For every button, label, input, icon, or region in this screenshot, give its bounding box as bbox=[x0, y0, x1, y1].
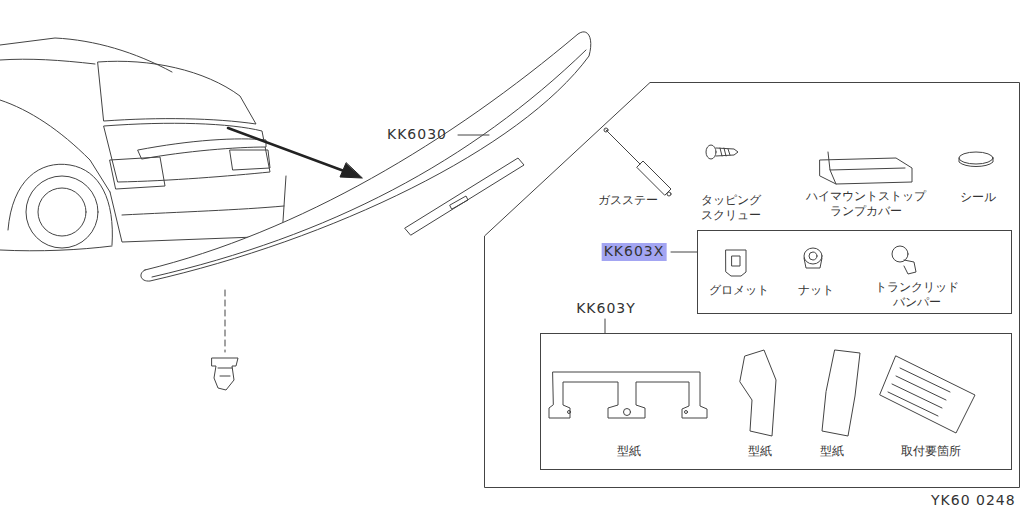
wheel-rim bbox=[38, 188, 86, 236]
bumper-icon bbox=[892, 246, 908, 262]
part-name: 型紙 bbox=[617, 444, 641, 459]
clip-icon bbox=[212, 358, 238, 390]
car-illustration bbox=[0, 38, 286, 251]
seal-edge bbox=[959, 158, 993, 167]
part-name: ガスステー bbox=[598, 193, 658, 208]
part-number: KK603Y bbox=[576, 300, 636, 318]
tail-lamp bbox=[230, 150, 270, 170]
trunk-lid bbox=[104, 123, 270, 182]
instruction-lines bbox=[888, 368, 950, 416]
pointer-arrow bbox=[228, 128, 344, 171]
bumper-line bbox=[122, 206, 284, 215]
car-spoiler bbox=[138, 139, 266, 159]
part-name: 取付要箇所 bbox=[901, 444, 961, 459]
stop-lamp-slot bbox=[450, 196, 468, 209]
part-name: 型紙 bbox=[748, 444, 772, 459]
screw-thread bbox=[720, 148, 730, 156]
part-number: KK6030 bbox=[387, 126, 447, 142]
body-line bbox=[0, 246, 112, 251]
leader-line bbox=[605, 319, 606, 333]
gas-stay-cylinder bbox=[637, 161, 671, 195]
part-name: ナット bbox=[798, 283, 834, 298]
body-line bbox=[0, 100, 110, 192]
gas-stay-end bbox=[667, 192, 671, 196]
tail-lamp bbox=[110, 157, 165, 189]
nut-icon bbox=[804, 248, 822, 264]
part-name: 型紙 bbox=[820, 444, 844, 459]
leader-line bbox=[458, 135, 489, 136]
gas-stay-end bbox=[604, 128, 608, 132]
gas-stay-rod bbox=[606, 130, 640, 164]
parts-panel: ガスステー タッピング スクリュー ハイマウントストップ ランプカバー シール KK60… bbox=[484, 82, 1020, 488]
spoiler-edge bbox=[152, 50, 586, 277]
part-name: トランクリッド バンパー bbox=[875, 280, 959, 310]
template-sheet bbox=[549, 372, 707, 418]
roof-line bbox=[0, 59, 95, 64]
part-number: KK603X bbox=[602, 243, 667, 261]
roof-line bbox=[0, 38, 172, 72]
instruction-sheet bbox=[880, 356, 975, 433]
grommet-detail bbox=[732, 256, 740, 266]
template-hole bbox=[685, 411, 688, 414]
screw-head bbox=[706, 145, 716, 159]
arrow-head bbox=[340, 163, 362, 178]
template-hole bbox=[624, 409, 631, 416]
parts-box: KK603Y型紙型紙型紙取付要箇所 bbox=[540, 333, 1012, 470]
part-name: ハイマウントストップ ランプカバー bbox=[806, 189, 926, 219]
dashed-leader bbox=[225, 290, 226, 352]
seal-icon bbox=[959, 152, 993, 164]
nut-hole bbox=[809, 252, 817, 260]
clip-detail bbox=[218, 368, 232, 376]
nut-body bbox=[804, 258, 822, 268]
parts-box: KK603Xグロメットナットトランクリッド バンパー bbox=[697, 230, 1012, 314]
stop-lamp bbox=[405, 158, 524, 235]
template-sheet bbox=[740, 350, 776, 436]
lamp-cover-edge bbox=[828, 152, 905, 184]
leader-line bbox=[671, 252, 697, 253]
panel-outline bbox=[485, 83, 1020, 488]
rear-spoiler bbox=[141, 32, 591, 281]
rear-window bbox=[98, 61, 256, 124]
screw-shank bbox=[716, 148, 738, 156]
bumper-body bbox=[904, 260, 916, 274]
template-hole bbox=[568, 411, 571, 414]
part-name: グロメット bbox=[709, 283, 769, 298]
grommet-icon bbox=[726, 250, 746, 276]
wheel bbox=[26, 176, 98, 248]
part-name: タッピング スクリュー bbox=[701, 193, 761, 223]
template-sheet bbox=[822, 350, 860, 436]
diagram-code: YK60 0248 bbox=[931, 492, 1016, 508]
part-name: シール bbox=[960, 190, 996, 205]
